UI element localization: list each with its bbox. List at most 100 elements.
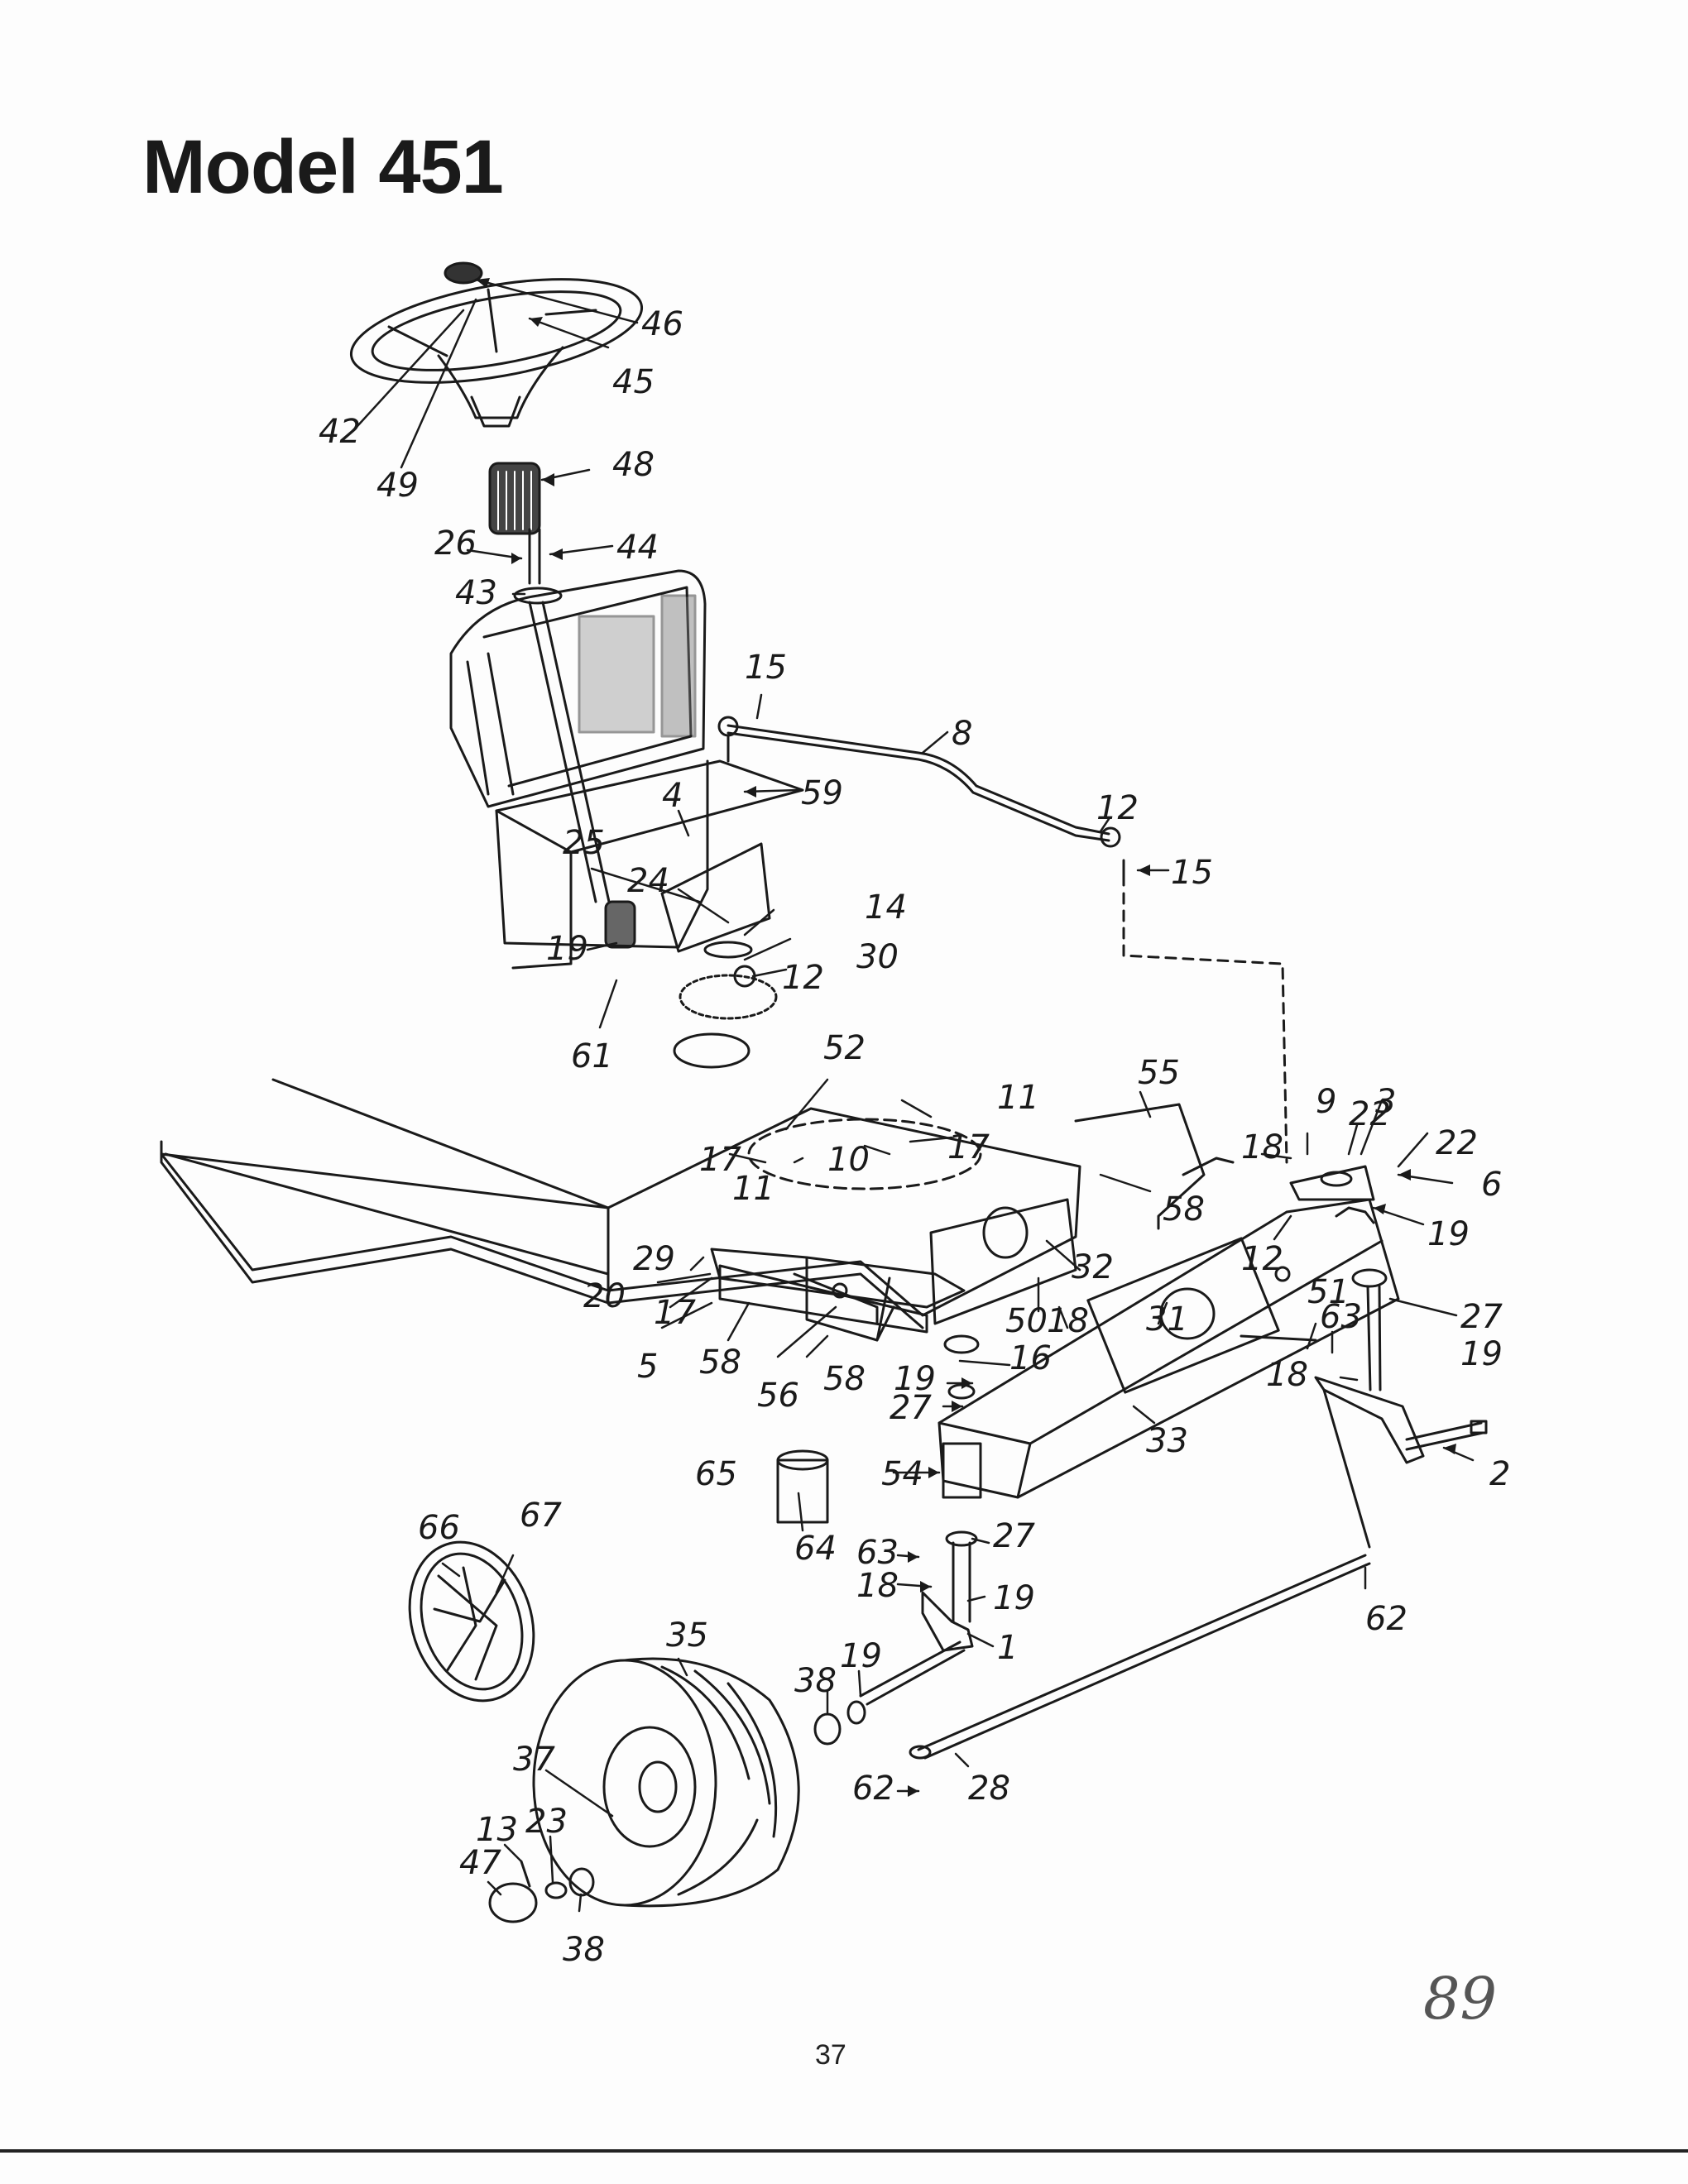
callout-12: 12 — [1241, 1240, 1283, 1278]
dash-console — [449, 569, 804, 970]
callout-2: 2 — [1489, 1455, 1510, 1493]
page-number: 37 — [815, 2039, 846, 2071]
callout-18: 18 — [1047, 1302, 1089, 1340]
callout-63: 63 — [856, 1534, 899, 1572]
callout-23: 23 — [525, 1803, 568, 1841]
callout-3: 3 — [1375, 1083, 1396, 1121]
callout-62: 62 — [852, 1770, 894, 1808]
callout-19: 19 — [546, 930, 588, 968]
callout-67: 67 — [520, 1497, 562, 1535]
callout-27: 27 — [890, 1389, 932, 1427]
callout-6: 6 — [1481, 1166, 1502, 1204]
callout-4: 4 — [662, 777, 683, 815]
callout-43: 43 — [455, 574, 497, 612]
callout-63: 63 — [1320, 1298, 1362, 1336]
callout-58: 58 — [1163, 1190, 1205, 1228]
hub-cap — [488, 1860, 595, 1923]
steering-wheel — [349, 261, 644, 428]
steering-gear — [660, 842, 778, 1069]
callout-13: 13 — [476, 1811, 518, 1849]
callout-26: 26 — [434, 524, 477, 563]
callout-59: 59 — [801, 774, 843, 812]
callout-5: 5 — [637, 1348, 658, 1386]
callout-66: 66 — [418, 1509, 460, 1547]
callout-10: 10 — [827, 1141, 870, 1179]
bottom-rule — [0, 2149, 1688, 2153]
callout-47: 47 — [459, 1844, 501, 1882]
callout-38: 38 — [563, 1931, 605, 1969]
callout-52: 52 — [823, 1029, 866, 1067]
callout-11: 11 — [732, 1170, 774, 1208]
callout-38: 38 — [794, 1662, 837, 1700]
callout-35: 35 — [666, 1616, 708, 1655]
front-wheel — [532, 1657, 866, 1908]
callout-28: 28 — [968, 1770, 1010, 1808]
callout-20: 20 — [583, 1277, 626, 1315]
callout-45: 45 — [612, 363, 655, 401]
callout-22: 22 — [1349, 1095, 1391, 1133]
callout-19: 19 — [1460, 1335, 1503, 1373]
callout-15: 15 — [745, 649, 787, 687]
callout-54: 54 — [881, 1455, 923, 1493]
callout-17: 17 — [654, 1294, 696, 1332]
callout-30: 30 — [856, 938, 899, 976]
callout-42: 42 — [319, 413, 361, 451]
callout-46: 46 — [641, 305, 683, 343]
callout-65: 65 — [695, 1455, 737, 1493]
callout-58: 58 — [823, 1360, 866, 1398]
callout-14: 14 — [865, 888, 907, 927]
callout-50: 50 — [1005, 1302, 1048, 1340]
callout-17: 17 — [699, 1141, 741, 1179]
callout-8: 8 — [952, 715, 972, 753]
callout-48: 48 — [612, 446, 655, 484]
callout-58: 58 — [699, 1343, 741, 1382]
callout-32: 32 — [1072, 1248, 1114, 1286]
callout-1: 1 — [997, 1629, 1018, 1667]
callout-27: 27 — [1460, 1298, 1503, 1336]
callout-18: 18 — [1241, 1128, 1283, 1166]
callout-12: 12 — [782, 959, 824, 997]
front-bracket — [710, 1248, 966, 1342]
callout-18: 18 — [856, 1567, 899, 1605]
callout-61: 61 — [571, 1037, 613, 1075]
wheel-cover — [408, 1540, 535, 1703]
steering-shaft — [488, 462, 636, 949]
left-spindle — [859, 1334, 1371, 1760]
callout-31: 31 — [1146, 1300, 1188, 1339]
right-spindle — [1289, 1165, 1488, 1549]
callout-55: 55 — [1138, 1054, 1180, 1092]
callout-24: 24 — [627, 862, 669, 900]
callout-9: 9 — [1316, 1083, 1336, 1121]
bushing — [776, 1449, 829, 1524]
callout-25: 25 — [563, 824, 605, 862]
callout-64: 64 — [794, 1530, 837, 1568]
callout-19: 19 — [840, 1637, 882, 1675]
callout-62: 62 — [1365, 1600, 1407, 1638]
callout-15: 15 — [1171, 854, 1213, 892]
drag-link — [717, 716, 1288, 1164]
callout-27: 27 — [993, 1517, 1035, 1555]
callout-33: 33 — [1146, 1422, 1188, 1460]
handwritten-note: 89 — [1423, 1965, 1498, 2033]
callout-37: 37 — [513, 1741, 555, 1779]
callout-19: 19 — [1427, 1215, 1470, 1253]
callout-29: 29 — [633, 1240, 675, 1278]
callout-16: 16 — [1009, 1339, 1052, 1377]
callout-18: 18 — [1266, 1356, 1308, 1394]
callout-19: 19 — [993, 1579, 1035, 1617]
callout-44: 44 — [616, 529, 659, 567]
callout-11: 11 — [997, 1079, 1039, 1117]
callout-49: 49 — [376, 467, 419, 505]
callout-17: 17 — [947, 1128, 990, 1166]
chassis-frame — [160, 1078, 1235, 1334]
callout-12: 12 — [1096, 789, 1139, 827]
page-title: Model 451 — [142, 125, 504, 209]
arrowheads — [476, 278, 1456, 1797]
callout-51: 51 — [1307, 1273, 1350, 1311]
callout-22: 22 — [1436, 1124, 1478, 1162]
callout-56: 56 — [757, 1377, 799, 1415]
callout-19: 19 — [894, 1360, 936, 1398]
